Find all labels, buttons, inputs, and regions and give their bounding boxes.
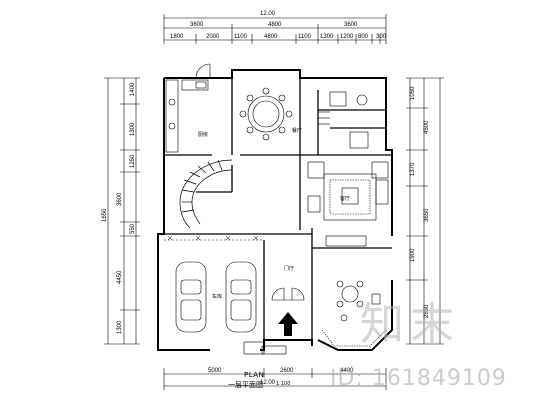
watermark-id: ID: 161849109 bbox=[330, 366, 507, 391]
drawing-title-cn: 一层平面图 bbox=[228, 381, 263, 389]
interior-walls bbox=[164, 78, 392, 340]
dim-top-row2-7: 1200 bbox=[340, 34, 354, 40]
room-label-foyer: 门厅 bbox=[284, 265, 294, 272]
dim-bottom-1: 5000 bbox=[208, 368, 222, 374]
dim-right-1: 1050 bbox=[410, 86, 416, 100]
watermark-logo: 知末 bbox=[360, 299, 460, 350]
front-steps bbox=[243, 341, 287, 355]
dim-left-3: 1250 bbox=[130, 154, 136, 168]
dim-top-1: 3600 bbox=[190, 22, 204, 28]
dim-top-3: 3600 bbox=[344, 22, 358, 28]
bottom-dimensions bbox=[163, 368, 387, 390]
dim-top-row2-4: 4800 bbox=[264, 34, 278, 40]
dim-left-1: 1400 bbox=[130, 82, 136, 96]
exterior-walls bbox=[157, 69, 393, 351]
overall-height-left: 1650 bbox=[102, 208, 108, 222]
dim-top-row2-3: 1100 bbox=[234, 34, 248, 40]
spiral-staircase bbox=[179, 159, 233, 229]
right-dimensions bbox=[406, 77, 444, 345]
foyer bbox=[271, 287, 305, 301]
dim-left-7: 1300 bbox=[117, 320, 123, 334]
room-label-kitchen: 厨房 bbox=[198, 131, 208, 138]
dim-top-2: 4800 bbox=[268, 22, 282, 28]
dim-top-row2-8: 800 bbox=[358, 34, 369, 40]
stair-and-bath bbox=[318, 91, 369, 149]
dim-right-3: 1370 bbox=[410, 162, 416, 176]
kitchen bbox=[165, 63, 211, 153]
dim-right-6: 2850 bbox=[424, 304, 430, 318]
dim-left-2: 1300 bbox=[130, 122, 136, 136]
garage bbox=[164, 239, 264, 333]
dim-top-row2-1: 1800 bbox=[170, 34, 184, 40]
dim-left-5: 550 bbox=[130, 223, 136, 234]
dim-top-row2-6: 1300 bbox=[320, 34, 334, 40]
dim-right-5: 1900 bbox=[410, 248, 416, 262]
dim-left-4: 3600 bbox=[117, 192, 123, 206]
overall-width-top: 12.00 bbox=[260, 11, 276, 17]
dim-bottom-2: 2600 bbox=[280, 368, 294, 374]
dim-right-2: 4500 bbox=[424, 120, 430, 134]
room-label-living: 客厅 bbox=[340, 195, 350, 202]
dim-top-row2-9: 300 bbox=[376, 34, 387, 40]
top-dimensions bbox=[163, 14, 387, 44]
room-label-garage: 车库 bbox=[212, 293, 222, 300]
drawing-title-en: PLAN bbox=[244, 371, 265, 379]
dim-top-row2-5: 1100 bbox=[298, 34, 312, 40]
dim-left-6: 4450 bbox=[117, 270, 123, 284]
dim-top-row2-2: 2000 bbox=[206, 34, 220, 40]
garage-door-x-marks bbox=[167, 235, 259, 241]
dining-table bbox=[239, 87, 293, 141]
living-room-furniture bbox=[307, 161, 389, 247]
entry-arrow-icon bbox=[278, 312, 298, 336]
drawing-scale: 1:100 bbox=[276, 381, 291, 387]
left-dimensions bbox=[104, 77, 140, 345]
dim-right-4: 3650 bbox=[424, 208, 430, 222]
room-label-dining: 餐厅 bbox=[292, 127, 302, 134]
overall-width-bottom: 12.00 bbox=[260, 380, 276, 386]
bay-room bbox=[321, 280, 387, 347]
dim-bottom-3: 4400 bbox=[340, 368, 354, 374]
